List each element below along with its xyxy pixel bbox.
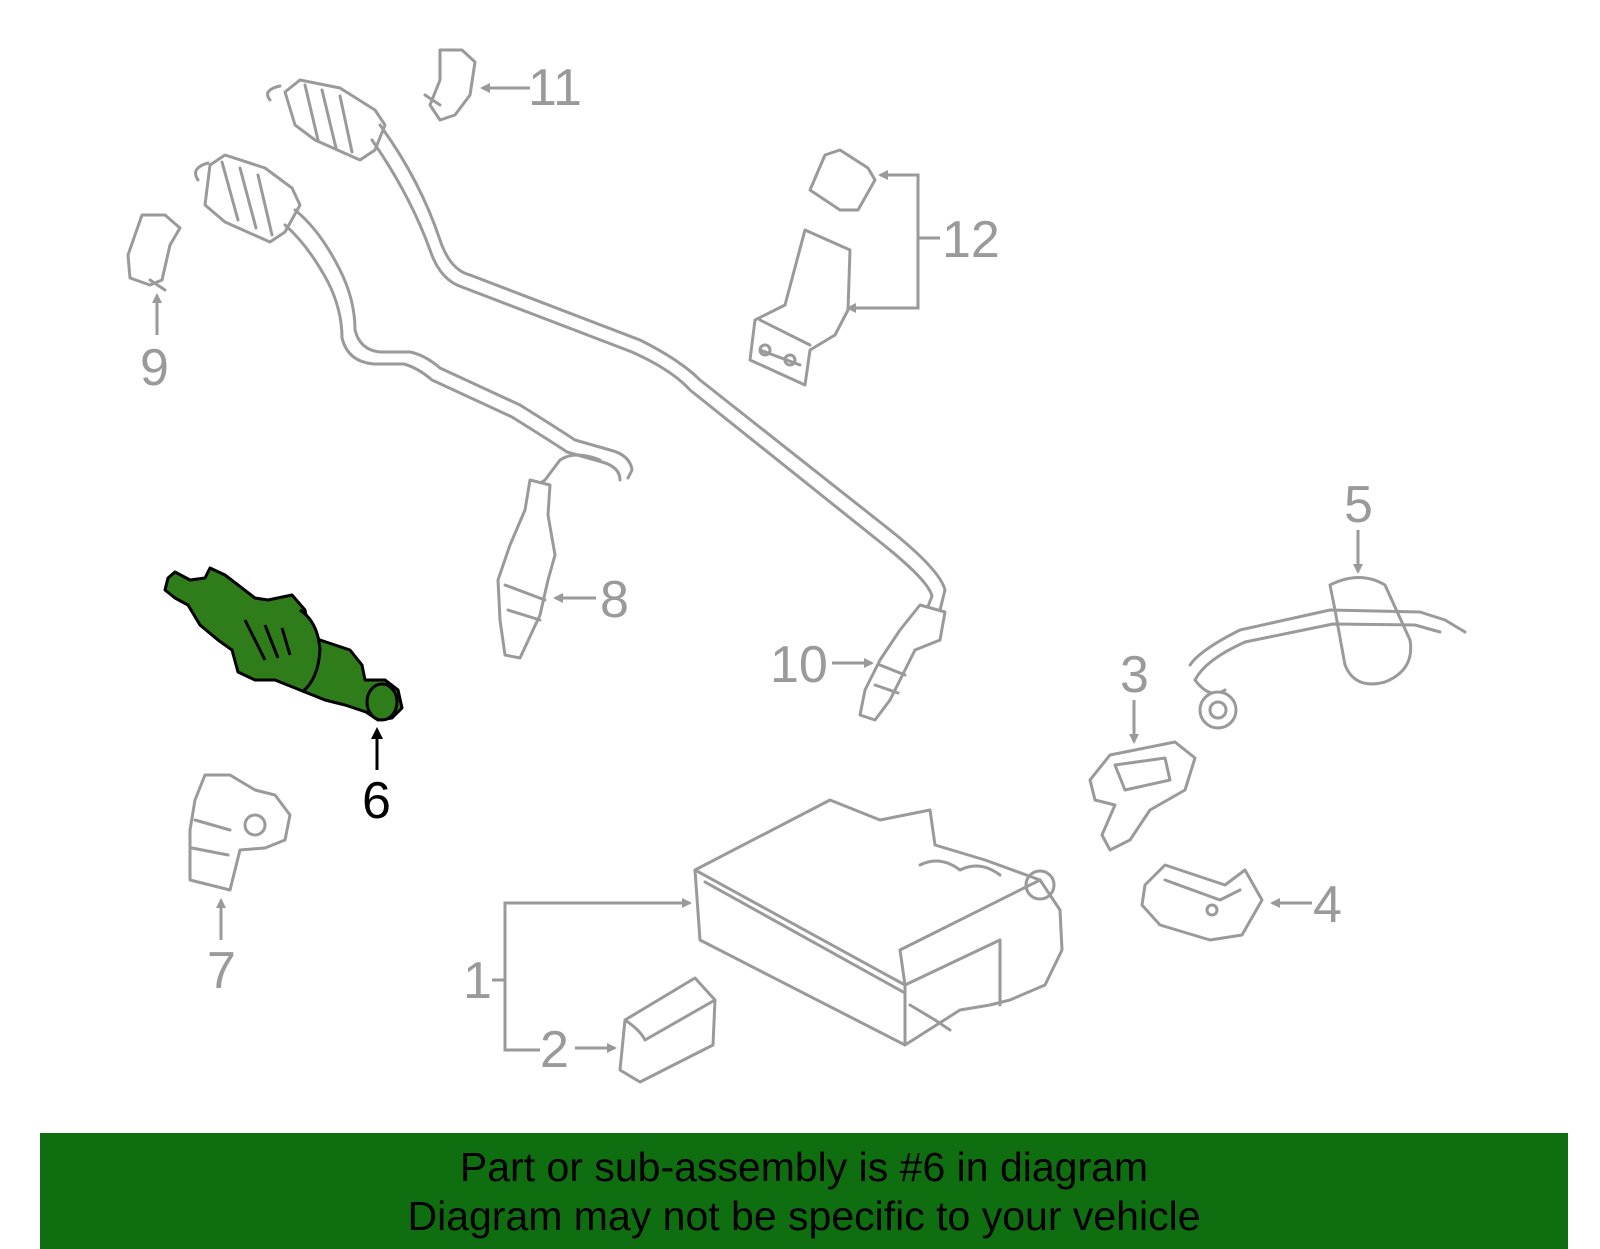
leader-12a (878, 170, 920, 238)
banner-line-2: Diagram may not be specific to your vehi… (407, 1193, 1201, 1239)
part-4-bracket (1140, 863, 1264, 942)
part-3-purge-valve (1088, 740, 1197, 852)
leader-1 (503, 898, 692, 980)
part-5-vapor-valve (1188, 576, 1467, 730)
callout-4: 4 (1313, 876, 1342, 934)
part-1-canister (693, 798, 1064, 1047)
part-10-oxygen-sensor (266, 78, 947, 722)
part-8-oxygen-sensor (194, 153, 634, 660)
leader-12b (846, 238, 920, 313)
callout-10: 10 (770, 636, 828, 694)
callout-12: 12 (942, 211, 1000, 269)
callout-7: 7 (207, 942, 236, 1000)
leader-1b (503, 980, 540, 1052)
callout-11: 11 (528, 59, 582, 117)
part-7-sensor (188, 773, 292, 892)
callout-2: 2 (540, 1021, 569, 1079)
callout-8: 8 (600, 571, 629, 629)
callout-5: 5 (1344, 476, 1373, 534)
info-banner: Part or sub-assembly is #6 in diagram Di… (40, 1133, 1568, 1249)
part-11-connector-clip (423, 48, 477, 122)
part-9-connector-clip (126, 213, 182, 292)
part-12-bracket (748, 148, 877, 387)
callout-1: 1 (463, 952, 492, 1010)
part-2-filter (618, 976, 717, 1084)
callout-6: 6 (362, 772, 391, 830)
callout-9: 9 (140, 339, 169, 397)
banner-line-1: Part or sub-assembly is #6 in diagram (459, 1144, 1149, 1190)
callout-3: 3 (1120, 646, 1149, 704)
part-6-highlighted-sensor (163, 566, 404, 722)
